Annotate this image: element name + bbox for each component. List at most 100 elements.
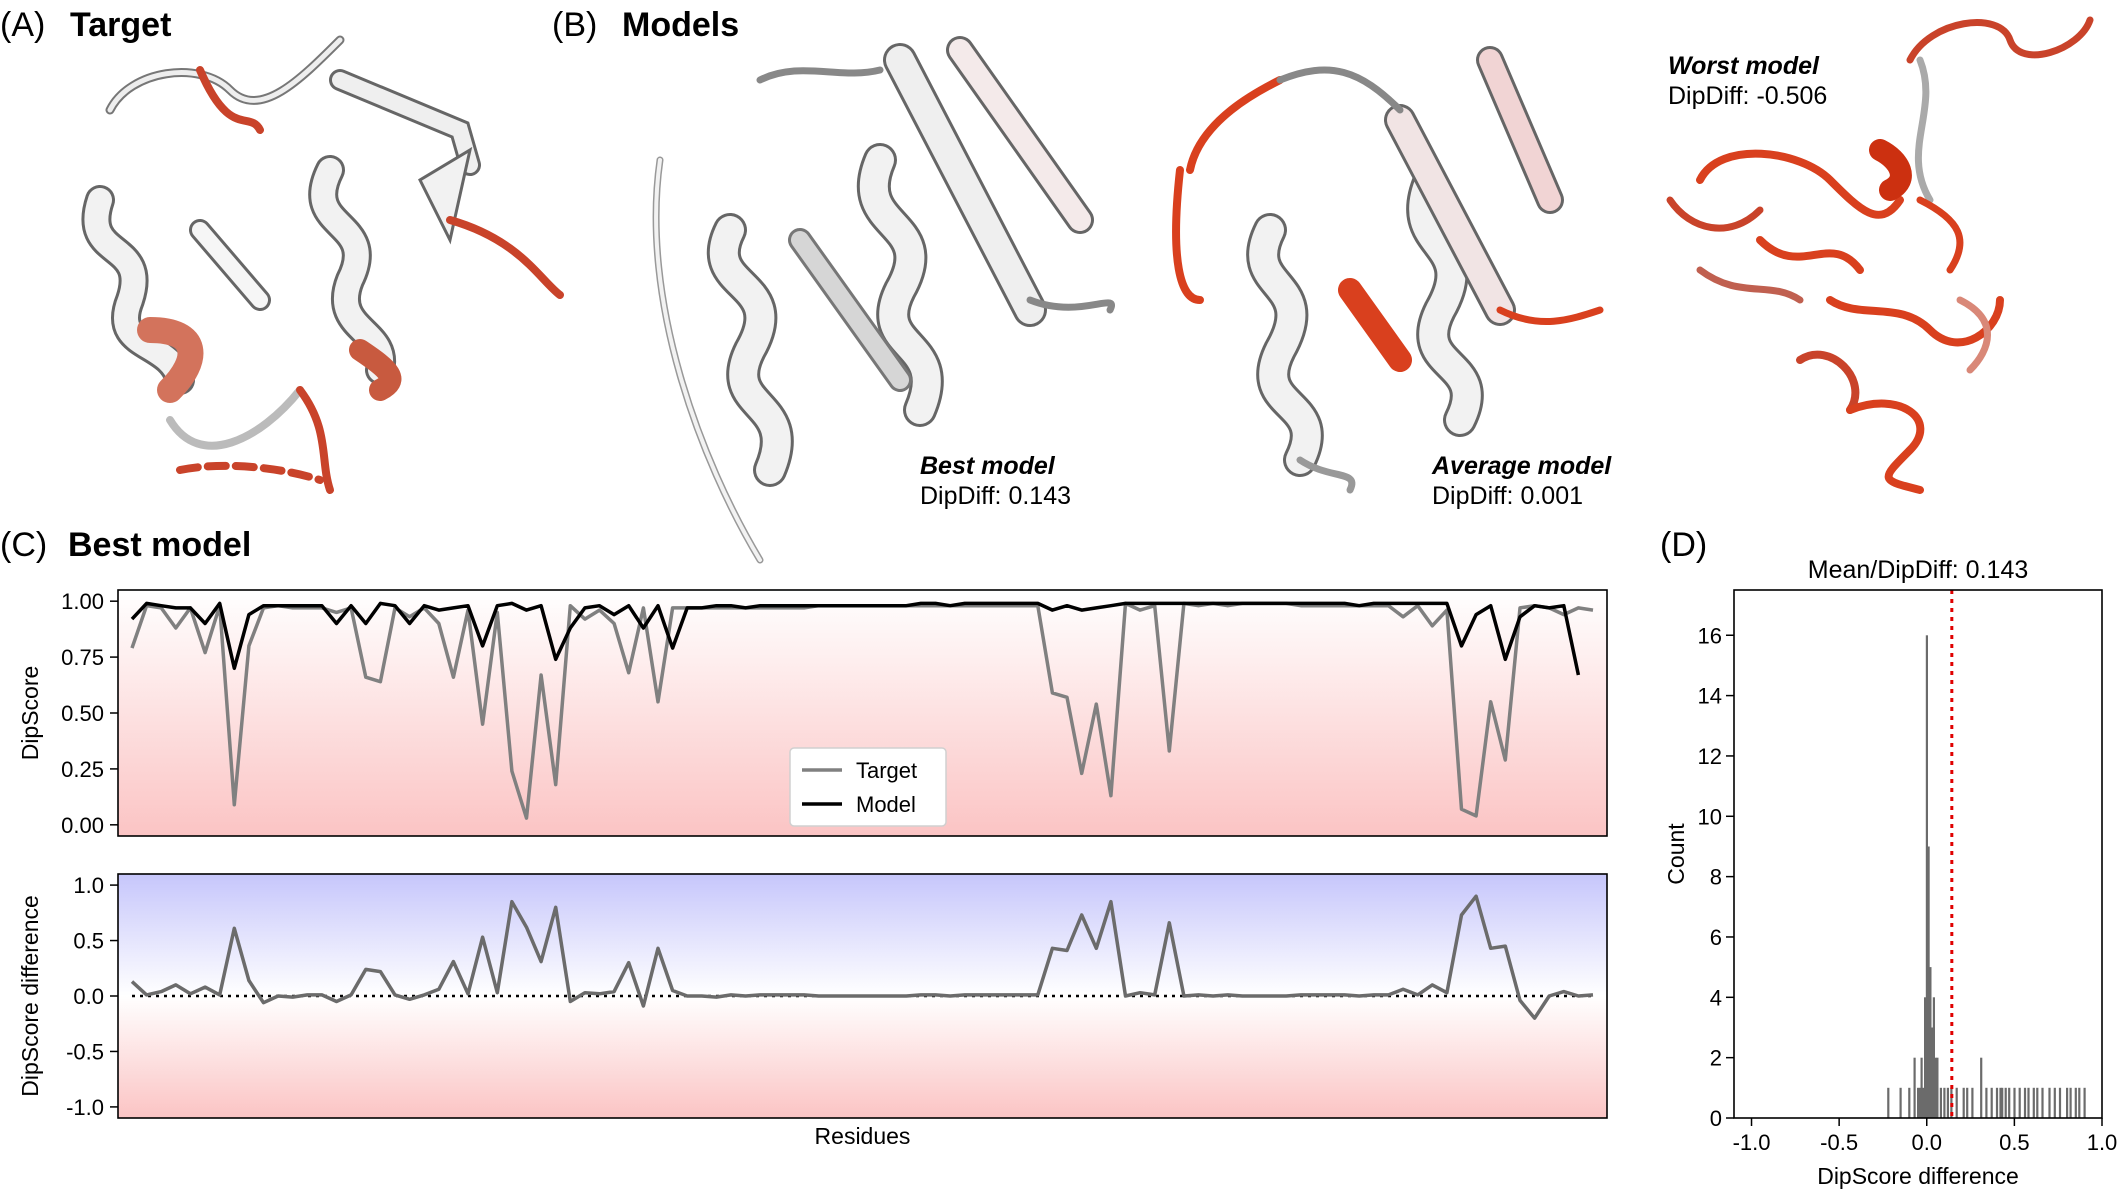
- histogram-bar: [2083, 1087, 2086, 1118]
- histogram-bar: [1917, 1087, 1920, 1118]
- x-tick-label: 0.5: [1999, 1130, 2030, 1155]
- y-tick-label: 4: [1710, 985, 1722, 1010]
- histogram-bar: [1966, 1087, 1969, 1118]
- legend: Target Model: [789, 747, 947, 827]
- histogram-bar: [1939, 1087, 1942, 1118]
- histogram-bar: [1980, 1057, 1983, 1118]
- y-tick-label: 16: [1698, 623, 1722, 648]
- target-structure-image: [81, 35, 564, 494]
- x-axis-label: DipScore difference: [1817, 1163, 2019, 1189]
- best-model-score: DipDiff: 0.143: [920, 482, 1071, 510]
- histogram-bar: [2027, 1087, 2030, 1118]
- dipscore-line-chart: 0.000.250.500.751.00 DipScore Target Mod…: [17, 589, 1608, 838]
- histogram-bar: [2078, 1087, 2081, 1118]
- histogram-bar: [1995, 1087, 1999, 1118]
- legend-label-target: Target: [856, 758, 917, 783]
- x-axis-label: Residues: [815, 1123, 911, 1149]
- y-tick-label: 0.0: [73, 984, 104, 1009]
- legend-box: [789, 747, 947, 827]
- histogram-bar: [1946, 1087, 1949, 1118]
- plot-frame: [117, 873, 1608, 1119]
- y-tick-label: 2: [1710, 1046, 1722, 1071]
- histogram-bar: [1922, 1087, 1925, 1118]
- histogram-bar: [2023, 1087, 2027, 1118]
- y-tick-label: 0.50: [61, 701, 104, 726]
- panel-d-letter: (D): [1660, 526, 1707, 564]
- panel-b-title: Models: [622, 6, 739, 44]
- y-tick-label: 1.0: [73, 873, 104, 898]
- difference-series-line: [130, 894, 1594, 1020]
- histogram-bar: [2058, 1087, 2062, 1118]
- panel-a-title: Target: [70, 6, 171, 44]
- histogram-bar: [2041, 1087, 2044, 1118]
- histogram-bar: [1962, 1087, 1965, 1118]
- legend-label-model: Model: [856, 792, 916, 817]
- histogram-bar: [1924, 997, 1927, 1118]
- y-tick-label: 0.5: [73, 929, 104, 954]
- histogram-bar: [1931, 1027, 1934, 1118]
- y-axis-label: DipScore: [17, 666, 43, 761]
- histogram-bar: [1999, 1087, 2002, 1118]
- x-tick-label: -1.0: [1733, 1130, 1771, 1155]
- histogram-bar: [1971, 1087, 1974, 1118]
- histogram-bar: [1985, 1087, 1988, 1118]
- best-model-name: Best model: [920, 452, 1056, 480]
- plot-frame: [117, 589, 1608, 837]
- model-series-line: [130, 601, 1581, 676]
- histogram-bar: [1899, 1087, 1902, 1118]
- plot-frame: [1733, 589, 2103, 1119]
- histogram-bar: [1927, 846, 1930, 1118]
- histogram-bar: [2018, 1087, 2021, 1118]
- y-tick-label: 10: [1698, 804, 1722, 829]
- histogram-bar: [2069, 1087, 2072, 1118]
- histogram-bar: [2004, 1087, 2007, 1118]
- y-tick-label: 0.75: [61, 645, 104, 670]
- y-axis-label: DipScore difference: [17, 895, 43, 1097]
- histogram-bar: [1936, 1057, 1939, 1118]
- y-tick-label: 0.25: [61, 757, 104, 782]
- histogram-bar: [2074, 1087, 2077, 1118]
- histogram-bar: [1918, 1087, 1921, 1118]
- average-model-name: Average model: [1431, 452, 1612, 480]
- worst-model-score: DipDiff: -0.506: [1668, 82, 1827, 110]
- y-axis-label: Count: [1663, 823, 1689, 885]
- histogram-bar: [2032, 1087, 2035, 1118]
- histogram-bar: [1908, 1087, 1911, 1118]
- y-tick-label: 8: [1710, 865, 1722, 890]
- histogram-bar: [1913, 1057, 1916, 1118]
- x-tick-label: -0.5: [1820, 1130, 1858, 1155]
- histogram-bar: [1950, 1087, 1953, 1118]
- histogram-bar: [2066, 1087, 2069, 1118]
- y-tick-label: 12: [1698, 744, 1722, 769]
- x-tick-label: 0.0: [1911, 1130, 1942, 1155]
- panel-c-title: Best model: [68, 526, 251, 564]
- average-model-structure-image: [1172, 46, 1604, 494]
- histogram-bar: [2013, 1087, 2016, 1118]
- plot-area: [1734, 590, 2102, 1118]
- panel-b-letter: (B): [552, 6, 597, 44]
- histogram-bar: [1934, 1057, 1937, 1118]
- y-tick-label: -0.5: [66, 1039, 104, 1064]
- histogram-bar: [2001, 1087, 2004, 1118]
- histogram-bar: [2053, 1087, 2056, 1118]
- y-tick-label: 0.00: [61, 813, 104, 838]
- y-tick-label: 6: [1710, 925, 1722, 950]
- histogram-bar: [1943, 1087, 1946, 1118]
- dipscore-difference-chart: -1.0 -0.5 0.0 0.5 1.0 DipScore difference Re…: [17, 873, 1608, 1149]
- histogram-bar: [2036, 1087, 2039, 1118]
- histogram-bar: [1920, 1057, 1923, 1118]
- y-tick-label: 0: [1710, 1106, 1722, 1131]
- panel-a-letter: (A): [0, 6, 45, 44]
- histogram-bar: [1925, 635, 1928, 1118]
- y-tick-label: 14: [1698, 684, 1722, 709]
- x-tick-label: 1.0: [2087, 1130, 2118, 1155]
- histogram-title: Mean/DipDiff: 0.143: [1808, 556, 2029, 584]
- dipscore-difference-histogram: -1.0 -0.5 0.0 0.5 1.0 0 2 4 6 8 10 12 14 16 Mean/Dip…: [1663, 556, 2117, 1189]
- histogram-bar: [1932, 997, 1935, 1118]
- histogram-bar: [2008, 1087, 2011, 1118]
- histogram-bar: [2048, 1087, 2051, 1118]
- y-tick-label: -1.0: [66, 1095, 104, 1120]
- worst-model-structure-image: [1666, 16, 2094, 494]
- histogram-bar: [1955, 1087, 1958, 1118]
